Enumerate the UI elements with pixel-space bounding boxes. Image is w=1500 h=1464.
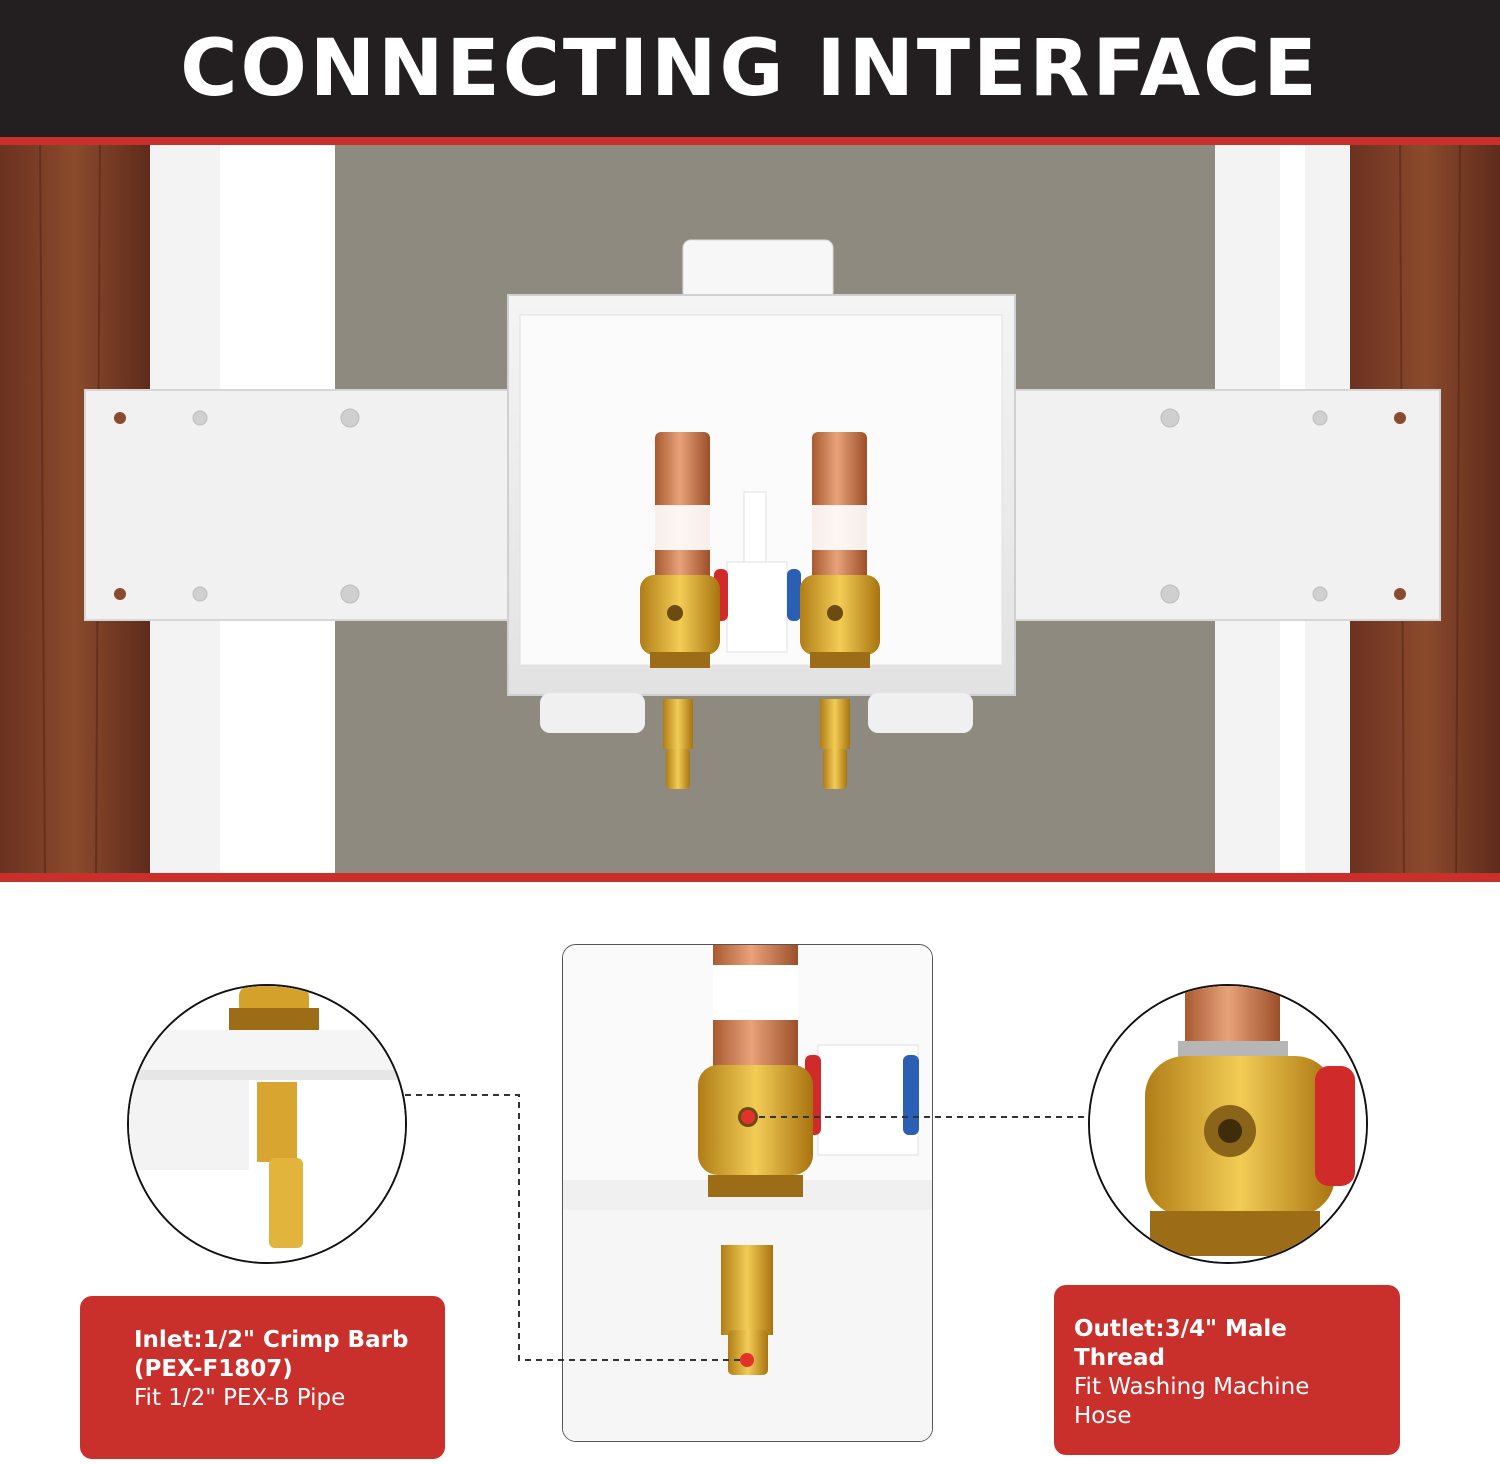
outlet-closeup-circle bbox=[1088, 984, 1368, 1264]
header-banner: CONNECTING INTERFACE bbox=[0, 0, 1500, 137]
page-title: CONNECTING INTERFACE bbox=[180, 23, 1320, 114]
hero-product-image bbox=[0, 137, 1500, 882]
inlet-label-box: Inlet:1/2" Crimp Barb (PEX-F1807) Fit 1/… bbox=[80, 1296, 445, 1459]
divider-bottom bbox=[0, 873, 1500, 882]
valve-closeup-panel bbox=[562, 944, 933, 1442]
divider-top bbox=[0, 137, 1500, 145]
outlet-box-illustration bbox=[0, 137, 1500, 882]
inlet-title: Inlet:1/2" Crimp Barb bbox=[134, 1327, 409, 1353]
outlet-title: Outlet:3/4" Male Thread bbox=[1074, 1316, 1287, 1371]
inlet-desc: Fit 1/2" PEX-B Pipe bbox=[134, 1385, 346, 1411]
outlet-label-box: Outlet:3/4" Male Thread Fit Washing Mach… bbox=[1054, 1285, 1400, 1455]
inlet-closeup-circle bbox=[127, 984, 407, 1264]
outlet-desc-line2: Hose bbox=[1074, 1403, 1132, 1429]
outlet-desc-line1: Fit Washing Machine bbox=[1074, 1374, 1310, 1400]
inlet-model: (PEX-F1807) bbox=[134, 1356, 293, 1382]
